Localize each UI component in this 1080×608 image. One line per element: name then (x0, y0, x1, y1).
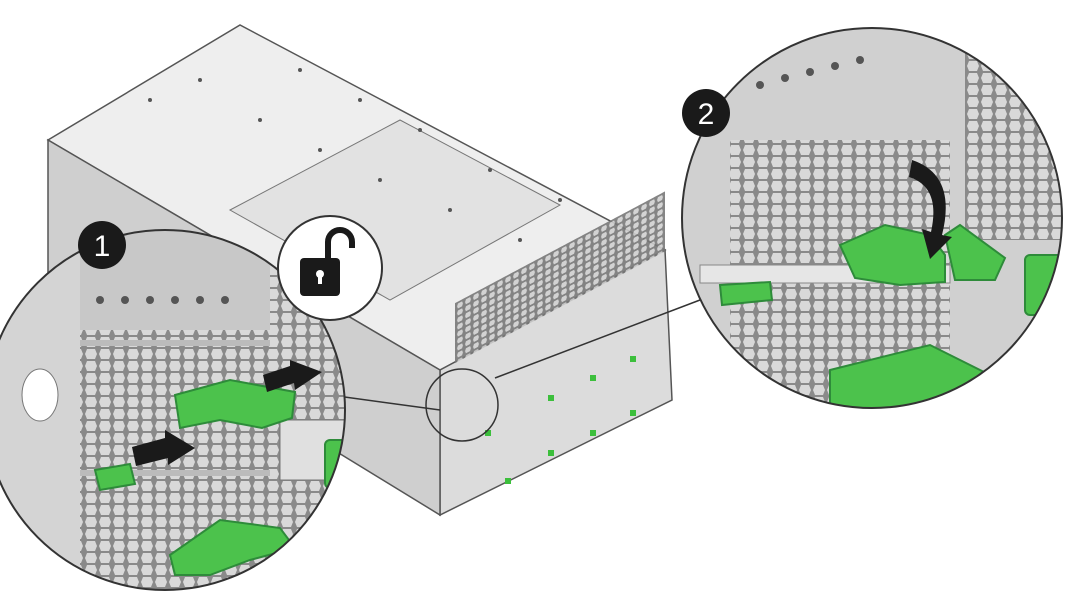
callout-number: 1 (94, 230, 111, 263)
detail-target-circle (425, 368, 499, 442)
release-lever-top (173, 378, 297, 430)
leader-line (494, 299, 701, 379)
curved-arrow-icon (909, 160, 952, 259)
unlock-icon (277, 215, 383, 321)
release-lever (838, 223, 946, 287)
arrow-right-icon (132, 430, 195, 466)
callout-number: 2 (698, 98, 715, 131)
callout-badge-1: 1 (78, 221, 126, 269)
detail-view-2 (681, 27, 1063, 409)
arrow-left-icon (263, 360, 322, 392)
callout-badge-2: 2 (682, 89, 730, 137)
leader-line (329, 394, 441, 411)
